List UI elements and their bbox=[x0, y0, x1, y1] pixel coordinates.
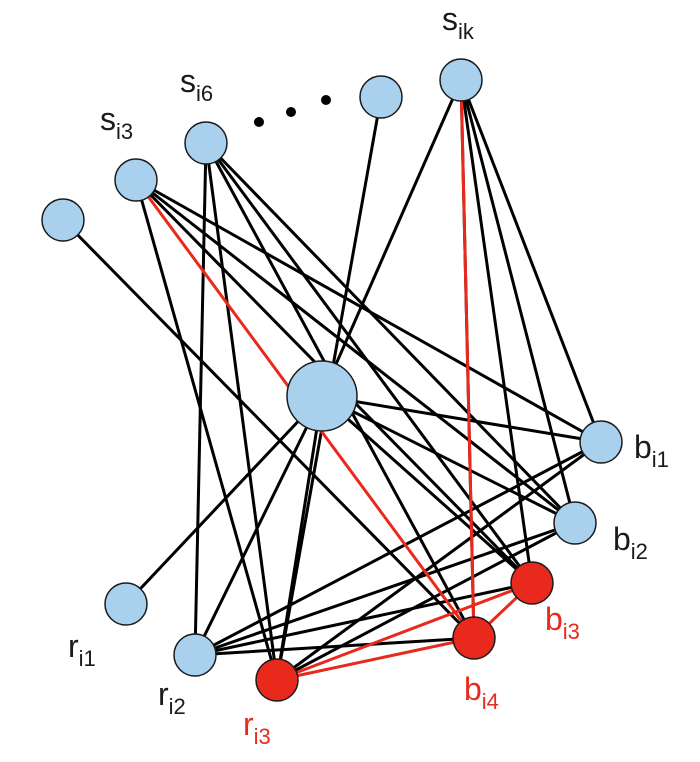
label-subscript: i1 bbox=[652, 447, 669, 472]
edge-center-bi2 bbox=[320, 394, 577, 525]
label-bi4: bi4 bbox=[464, 671, 499, 714]
edge-center-ri3 bbox=[275, 394, 324, 682]
edge-sik-bi3 bbox=[459, 78, 534, 585]
label-subscript: ik bbox=[458, 19, 475, 44]
label-ri2: ri2 bbox=[158, 676, 186, 719]
red-edge-sik-bi4 bbox=[459, 78, 476, 640]
label-bi3: bi3 bbox=[545, 601, 580, 644]
label-base: r bbox=[243, 706, 254, 742]
edge-sik-center bbox=[320, 78, 463, 398]
edge-bi1-ri2 bbox=[193, 440, 603, 657]
label-subscript: i2 bbox=[169, 694, 186, 719]
label-ri1: ri1 bbox=[68, 628, 96, 671]
label-subscript: i2 bbox=[631, 539, 648, 564]
red-edge-bi3-ri3 bbox=[275, 581, 534, 682]
node-si6 bbox=[184, 121, 228, 165]
node-bi1 bbox=[579, 420, 623, 464]
node-ri3 bbox=[255, 658, 299, 702]
node-si3 bbox=[114, 158, 158, 202]
edge-bi2-ri2 bbox=[193, 521, 577, 657]
label-base: b bbox=[464, 671, 482, 707]
edge-si3-ri3 bbox=[134, 178, 279, 682]
label-subscript: i1 bbox=[79, 646, 96, 671]
edge-bi3-ri2 bbox=[193, 581, 534, 657]
edge-si6-bi3 bbox=[204, 141, 534, 585]
edge-sik-bi1 bbox=[459, 78, 603, 444]
edge-bi1-ri3 bbox=[275, 440, 603, 682]
nodes bbox=[41, 58, 623, 702]
ellipsis-dot-3 bbox=[321, 95, 331, 105]
ellipsis-dot-1 bbox=[254, 117, 264, 127]
edge-si3-bi2 bbox=[134, 178, 577, 525]
label-sik: sik bbox=[442, 1, 475, 44]
label-base: b bbox=[634, 429, 652, 465]
label-subscript: i4 bbox=[482, 689, 499, 714]
node-s4 bbox=[359, 75, 403, 119]
label-si6: si6 bbox=[180, 63, 213, 106]
label-base: s bbox=[100, 101, 116, 137]
red-edge-bi4-ri3 bbox=[275, 636, 476, 682]
label-si3: si3 bbox=[100, 101, 133, 144]
edge-center-bi3 bbox=[320, 394, 534, 585]
edge-bi2-ri3 bbox=[275, 521, 577, 682]
node-sik bbox=[439, 58, 483, 102]
node-center bbox=[286, 360, 358, 432]
label-bi1: bi1 bbox=[634, 429, 669, 472]
node-s1 bbox=[41, 198, 85, 242]
edge-si6-ri3 bbox=[204, 141, 279, 682]
black-edges bbox=[61, 78, 603, 682]
label-base: b bbox=[613, 521, 631, 557]
label-bi2: bi2 bbox=[613, 521, 648, 564]
edge-sik-bi2 bbox=[459, 78, 577, 525]
edge-center-ri2 bbox=[193, 394, 324, 657]
label-subscript: i3 bbox=[563, 619, 580, 644]
node-bi2 bbox=[553, 501, 597, 545]
ellipsis-dot-2 bbox=[286, 107, 296, 117]
edge-si6-ri2 bbox=[193, 141, 208, 657]
node-ri1 bbox=[104, 582, 148, 626]
edge-s1-bi4 bbox=[61, 218, 476, 640]
label-base: s bbox=[442, 1, 458, 37]
label-subscript: i3 bbox=[254, 724, 271, 749]
node-bi3 bbox=[510, 561, 554, 605]
label-base: s bbox=[180, 63, 196, 99]
edge-center-bi1 bbox=[320, 394, 603, 444]
label-base: b bbox=[545, 601, 563, 637]
label-ri3: ri3 bbox=[243, 706, 271, 749]
edge-bi4-ri2 bbox=[193, 636, 476, 657]
label-subscript: i6 bbox=[196, 81, 213, 106]
node-ri2 bbox=[173, 633, 217, 677]
node-bi4 bbox=[452, 616, 496, 660]
label-base: r bbox=[158, 676, 169, 712]
label-base: r bbox=[68, 628, 79, 664]
label-subscript: i3 bbox=[116, 119, 133, 144]
ellipsis-dots: • • • bbox=[254, 95, 331, 127]
edge-si6-bi2 bbox=[204, 141, 577, 525]
edge-center-ri1 bbox=[124, 394, 324, 606]
